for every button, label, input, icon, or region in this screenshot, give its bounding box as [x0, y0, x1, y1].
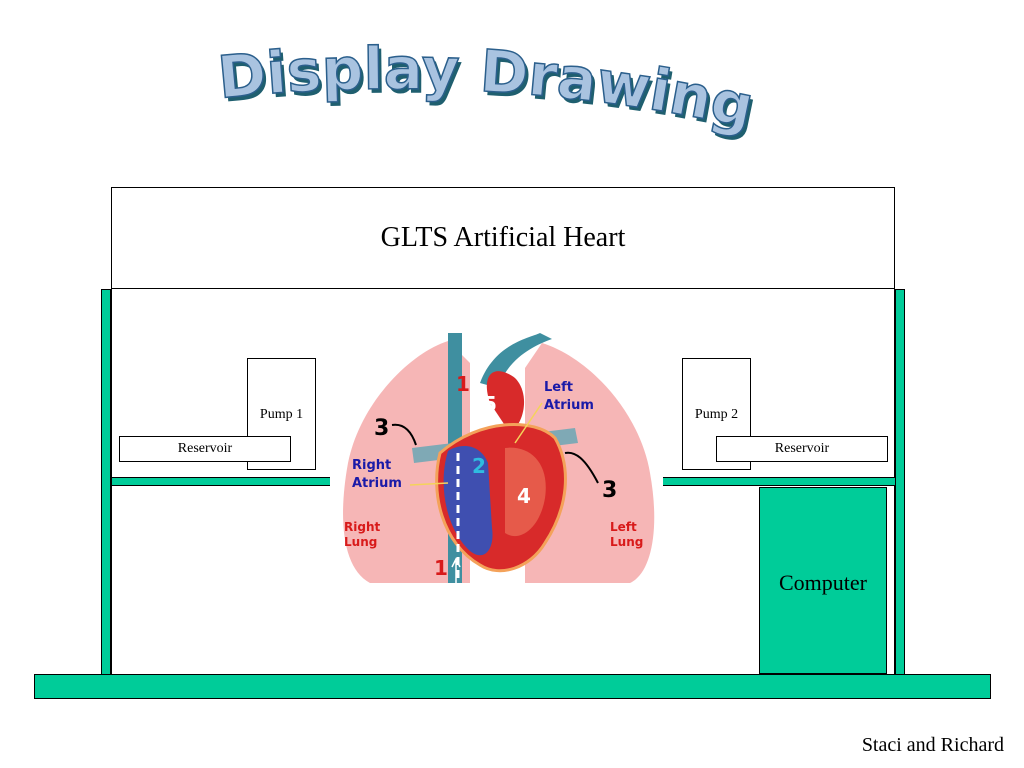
up-arrow-icon: [451, 557, 461, 583]
right-shelf: [656, 477, 896, 486]
title-banner: [111, 187, 895, 289]
arrow-3-right: [564, 451, 599, 484]
right-post: [895, 289, 905, 675]
heart-diagram: 1 5 3 2 3 4 1 Left Atrium Right Atrium R…: [330, 333, 663, 584]
heart-number-1-bottom: 1: [434, 556, 448, 580]
right-lung-shape: [343, 341, 470, 583]
aorta: [486, 371, 525, 433]
left-lung-label-1: Left: [610, 520, 637, 534]
page-title: Display Drawing Display Drawing: [214, 34, 760, 140]
heart-number-4: 4: [517, 484, 531, 508]
right-lung-label-1: Right: [344, 520, 380, 534]
heart-number-2: 2: [472, 454, 486, 478]
left-atrium-label-1: Left: [544, 380, 573, 395]
heart-number-1-top: 1: [456, 372, 470, 396]
left-atrium-pointer: [514, 402, 543, 444]
svg-text:Display Drawing: Display Drawing: [215, 35, 759, 140]
right-atrium-label-1: Right: [352, 458, 391, 473]
heart-number-3-right: 3: [602, 478, 617, 503]
computer-box: Computer: [759, 487, 887, 674]
heart-number-3-left: 3: [374, 416, 389, 441]
left-shelf: [111, 477, 333, 486]
reservoir-1: Reservoir: [119, 436, 291, 462]
heart-number-5: 5: [483, 392, 497, 416]
right-lung-label-2: Lung: [344, 535, 377, 549]
arrow-3-left: [391, 423, 417, 446]
computer-label: Computer: [779, 570, 867, 595]
banner-title: GLTS Artificial Heart: [380, 222, 626, 253]
credit-text: Staci and Richard: [861, 734, 1004, 756]
reservoir-2: Reservoir: [716, 436, 888, 462]
left-atrium-label-2: Atrium: [544, 398, 594, 413]
right-atrium-shape: [443, 446, 493, 556]
pump-1-label: Pump 1: [259, 407, 304, 422]
left-post: [101, 289, 111, 675]
right-atrium-pointer: [409, 482, 449, 486]
left-ventricle-shape: [505, 447, 546, 537]
right-atrium-label-2: Atrium: [352, 476, 402, 491]
pump-2-label: Pump 2: [694, 407, 739, 422]
base-platform: [34, 674, 991, 699]
left-lung-label-2: Lung: [610, 535, 643, 549]
page-title-text: Display Drawing: [214, 34, 760, 140]
